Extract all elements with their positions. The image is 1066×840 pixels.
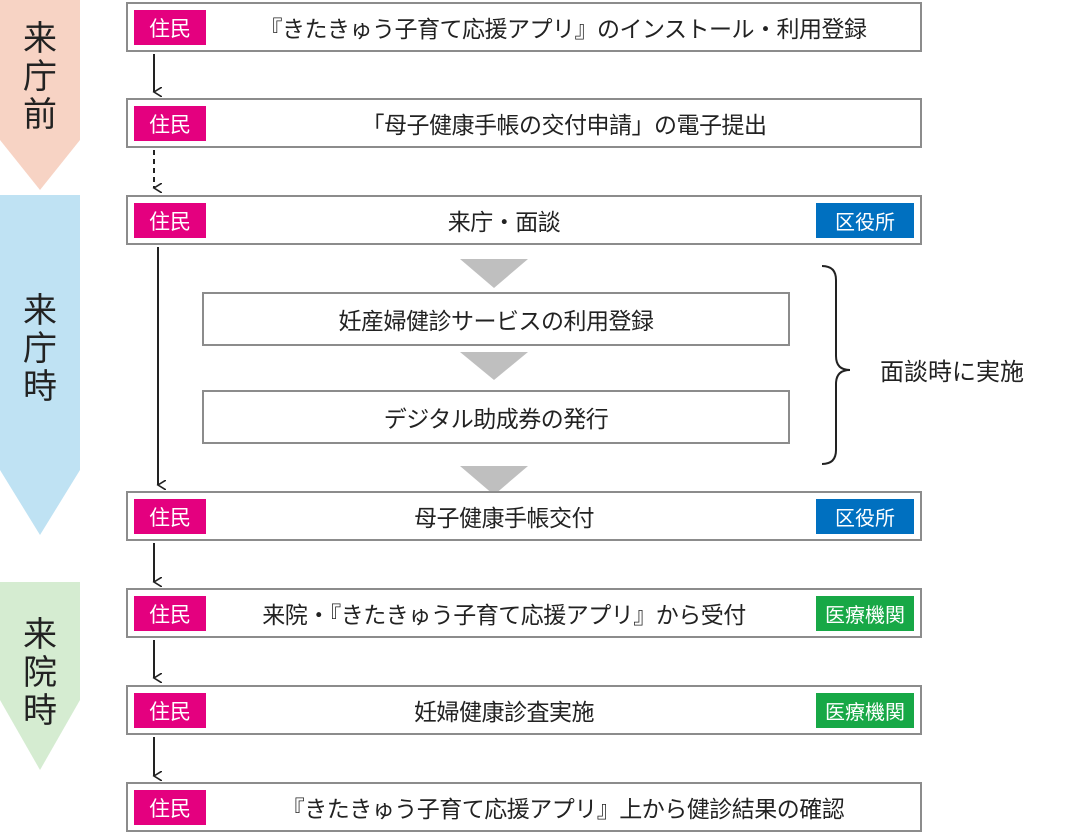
right-brace [821, 265, 851, 465]
phase-label-at-clinic: 来 院 時 [23, 615, 57, 731]
phase-arrow-at-clinic [0, 582, 80, 770]
phase-label-at-ward-office: 来 庁 時 [23, 291, 57, 407]
org-badge-medical-institution: 医療機関 [816, 693, 914, 728]
step-text: 来庁・面談 [447, 210, 561, 236]
phase-arrows [0, 0, 80, 770]
actor-badge-resident: 住民 [134, 790, 206, 825]
actor-badge-resident: 住民 [134, 499, 206, 534]
step-text: 妊婦健康診査実施 [414, 700, 595, 726]
step-text: 『きたきゅう子育て応援アプリ』上から健診結果の確認 [281, 797, 845, 823]
triangle-to-substep2 [460, 352, 528, 380]
step-result-confirmation: 住民 『きたきゅう子育て応援アプリ』上から健診結果の確認 [126, 782, 922, 832]
step-app-install: 住民 『きたきゅう子育て応援アプリ』のインストール・利用登録 [126, 2, 922, 52]
step-text: 『きたきゅう子育て応援アプリ』のインストール・利用登録 [259, 17, 867, 43]
actor-badge-resident: 住民 [134, 596, 206, 631]
brace-label: 面談時に実施 [880, 358, 1024, 386]
phase-label-before-visit: 来 庁 前 [23, 19, 57, 135]
actor-badge-resident: 住民 [134, 10, 206, 45]
step-handbook-issue: 住民 母子健康手帳交付 区役所 [126, 491, 922, 541]
org-badge-ward-office: 区役所 [816, 203, 914, 238]
phase-arrow-before-visit [0, 0, 80, 190]
actor-badge-resident: 住民 [134, 203, 206, 238]
step-visit-interview: 住民 来庁・面談 区役所 [126, 195, 922, 245]
step-text: 来院・『きたきゅう子育て応援アプリ』から受付 [262, 603, 746, 629]
step-prenatal-checkup: 住民 妊婦健康診査実施 医療機関 [126, 685, 922, 735]
phase-arrow-at-ward-office [0, 195, 80, 535]
actor-badge-resident: 住民 [134, 693, 206, 728]
org-badge-ward-office: 区役所 [816, 499, 914, 534]
triangle-to-substep1 [460, 259, 528, 288]
actor-badge-resident: 住民 [134, 106, 206, 141]
step-clinic-reception: 住民 来院・『きたきゅう子育て応援アプリ』から受付 医療機関 [126, 588, 922, 638]
substep-checkup-service-registration: 妊産婦健診サービスの利用登録 [202, 292, 790, 346]
substep-digital-voucher-issue: デジタル助成券の発行 [202, 390, 790, 444]
step-text: 母子健康手帳交付 [414, 506, 595, 532]
org-badge-medical-institution: 医療機関 [816, 596, 914, 631]
step-text: 「母子健康手帳の交付申請」の電子提出 [361, 113, 768, 139]
step-electronic-submission: 住民 「母子健康手帳の交付申請」の電子提出 [126, 98, 922, 148]
